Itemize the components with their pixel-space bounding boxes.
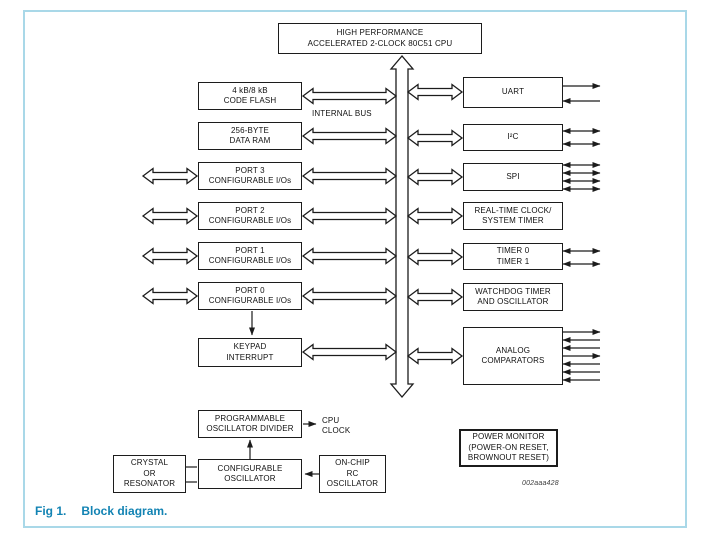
port0-box: PORT 0 CONFIGURABLE I/Os: [198, 282, 302, 310]
code-flash-box: 4 kB/8 kB CODE FLASH: [198, 82, 302, 110]
analog-comparators-box: ANALOG COMPARATORS: [463, 327, 563, 385]
config-osc-box: CONFIGURABLE OSCILLATOR: [198, 459, 302, 489]
code-flash-bus-arrow: [301, 87, 398, 105]
timers-bus-arrow: [406, 248, 464, 266]
caption-text: Block diagram.: [81, 504, 168, 518]
watchdog-box: WATCHDOG TIMER AND OSCILLATOR: [463, 283, 563, 311]
figure-frame: [23, 10, 687, 528]
port3-external-arrow: [141, 167, 199, 185]
keypad-bus-arrow: [301, 343, 398, 361]
uart-box: UART: [463, 77, 563, 108]
spi-bus-arrow: [406, 168, 464, 186]
cpu-box: HIGH PERFORMANCE ACCELERATED 2-CLOCK 80C…: [278, 23, 482, 54]
rc-osc-box: ON-CHIP RC OSCILLATOR: [319, 455, 386, 493]
figure-caption: Fig 1. Block diagram.: [35, 504, 167, 518]
port3-box: PORT 3 CONFIGURABLE I/Os: [198, 162, 302, 190]
port0-bus-arrow: [301, 287, 398, 305]
cpu-clock-label: CPU CLOCK: [322, 416, 351, 436]
data-ram-box: 256-BYTE DATA RAM: [198, 122, 302, 150]
internal-bus-arrow: [389, 54, 415, 399]
keypad-interrupt-box: KEYPAD INTERRUPT: [198, 338, 302, 367]
port1-box: PORT 1 CONFIGURABLE I/Os: [198, 242, 302, 270]
watchdog-bus-arrow: [406, 288, 464, 306]
port2-bus-arrow: [301, 207, 398, 225]
data-ram-bus-arrow: [301, 127, 398, 145]
port1-external-arrow: [141, 247, 199, 265]
crystal-box: CRYSTAL OR RESONATOR: [113, 455, 186, 493]
internal-bus-label: INTERNAL BUS: [312, 109, 372, 118]
spi-box: SPI: [463, 163, 563, 191]
comparators-bus-arrow: [406, 347, 464, 365]
uart-bus-arrow: [406, 83, 464, 101]
port1-bus-arrow: [301, 247, 398, 265]
port2-box: PORT 2 CONFIGURABLE I/Os: [198, 202, 302, 230]
port3-bus-arrow: [301, 167, 398, 185]
power-monitor-box: POWER MONITOR (POWER-ON RESET, BROWNOUT …: [459, 429, 558, 467]
port0-external-arrow: [141, 287, 199, 305]
rtc-system-timer-box: REAL-TIME CLOCK/ SYSTEM TIMER: [463, 202, 563, 230]
port2-external-arrow: [141, 207, 199, 225]
i2c-box: I²C: [463, 124, 563, 151]
figure-id-label: 002aaa428: [522, 480, 559, 487]
osc-divider-box: PROGRAMMABLE OSCILLATOR DIVIDER: [198, 410, 302, 438]
rtc-bus-arrow: [406, 207, 464, 225]
caption-fig-number: Fig 1.: [35, 504, 67, 518]
i2c-bus-arrow: [406, 129, 464, 147]
timers-box: TIMER 0 TIMER 1: [463, 243, 563, 270]
